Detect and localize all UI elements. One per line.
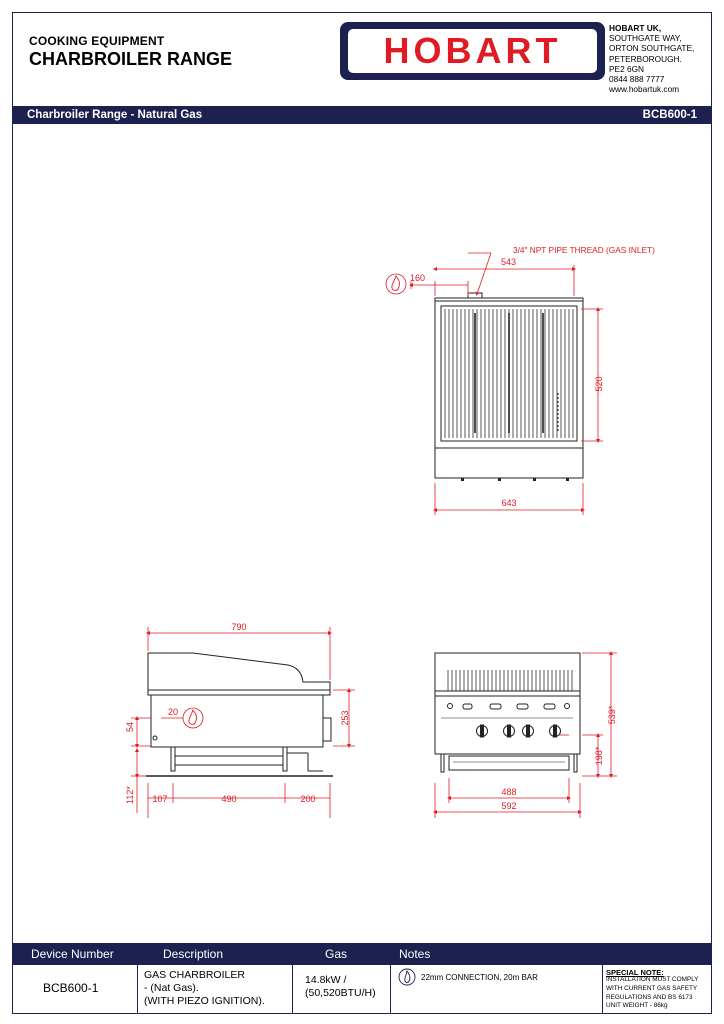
description-line: - (Nat Gas). <box>144 982 199 994</box>
dim-front-leg-to-base: 198* <box>594 746 604 765</box>
special-note-title: SPECIAL NOTE: <box>606 968 664 977</box>
gas-inlet-top <box>467 292 483 299</box>
cell-gas: 14.8kW / (50,520BTU/H) <box>293 965 391 1014</box>
front-grate <box>447 670 573 691</box>
side-view-hood <box>147 652 331 691</box>
dim-side-inlet-to-top: 253 <box>340 710 350 725</box>
front-view-control-panel <box>434 695 581 755</box>
address-url: www.hobartuk.com <box>609 84 680 95</box>
connection-note: 22mm CONNECTION, 20m BAR <box>421 973 538 982</box>
spec-sheet: COOKING EQUIPMENT CHARBROILER RANGE HOBA… <box>12 12 712 1014</box>
special-note-line: REGULATIONS AND BS 6173 <box>606 993 693 1001</box>
dim-side-leg-height: 112* <box>125 786 135 804</box>
control-knob-2[interactable] <box>503 724 515 738</box>
gas-inlet-note: 3/4" NPT PIPE THREAD (GAS INLET) <box>513 245 655 255</box>
dim-side-inlet-height: 54 <box>125 722 135 732</box>
address-line: PETERBOROUGH. <box>609 53 682 64</box>
grill-grate <box>440 305 578 442</box>
category-label: COOKING EQUIPMENT <box>29 34 165 48</box>
gas-rating-kw: 14.8kW / <box>305 974 347 986</box>
top-view-body <box>434 297 584 479</box>
control-knob-1[interactable] <box>476 724 488 738</box>
dim-front-height: 539* <box>607 705 617 724</box>
address-line: 0844 888 7777 <box>609 74 665 85</box>
brand-logo: HOBART <box>340 22 605 80</box>
dim-front-inner-width: 488 <box>501 787 516 797</box>
top-view-dimensions <box>385 252 603 515</box>
control-knob-4[interactable] <box>549 724 561 738</box>
front-view-dimensions <box>433 651 617 818</box>
side-inlet-icon <box>188 709 197 725</box>
dim-side-front: 107 <box>152 794 167 804</box>
address-line: PE2 6GN <box>609 63 645 74</box>
dim-side-mid: 490 <box>221 794 236 804</box>
side-view <box>146 652 333 777</box>
product-name: Charbroiler Range - Natural Gas <box>27 109 203 121</box>
device-number: BCB600-1 <box>43 981 99 995</box>
control-knob-3[interactable] <box>522 724 534 738</box>
special-note-line: WITH CURRENT GAS SAFETY <box>606 984 698 992</box>
special-note-line: UNIT WEIGHT - 86kg <box>606 1002 668 1010</box>
brand-logo-text: HOBART <box>383 30 562 71</box>
cell-notes: 22mm CONNECTION, 20m BAR <box>391 965 603 1014</box>
cell-special-note: SPECIAL NOTE: INSTALLATION MUST COMPLY W… <box>603 965 711 1014</box>
front-view <box>434 652 581 773</box>
top-view <box>434 292 584 481</box>
model-number: BCB600-1 <box>642 109 697 121</box>
dim-side-inlet-offset: 20 <box>168 707 178 717</box>
special-note-line: INSTALLATION MUST COMPLY <box>606 976 699 983</box>
dim-top-inlet-offset: 160 <box>410 273 425 283</box>
front-view-drip-tray <box>448 755 570 771</box>
cell-description: GAS CHARBROILER - (Nat Gas). (WITH PIEZO… <box>138 965 293 1014</box>
description-line: (WITH PIEZO IGNITION). <box>144 995 265 1007</box>
side-view-body <box>150 694 324 748</box>
spec-table-header: Device Number Description Gas Notes <box>13 943 711 965</box>
col-description: Description <box>163 947 224 961</box>
col-notes: Notes <box>399 947 431 961</box>
front-view-upper <box>434 652 581 692</box>
description-line: GAS CHARBROILER <box>144 969 245 981</box>
gas-rating-btu: (50,520BTU/H) <box>305 987 376 999</box>
side-view-dimensions <box>131 627 355 818</box>
dim-side-rear: 200 <box>300 794 315 804</box>
col-gas: Gas <box>325 947 348 961</box>
company-address: HOBART UK, SOUTHGATE WAY, ORTON SOUTHGAT… <box>609 23 694 94</box>
address-line: ORTON SOUTHGATE, <box>609 43 695 54</box>
dim-top-inner-width: 543 <box>501 257 516 267</box>
gas-flame-icon <box>398 968 416 986</box>
spec-table-row: BCB600-1 GAS CHARBROILER - (Nat Gas). (W… <box>13 965 711 1014</box>
dim-top-depth: 520 <box>594 376 604 391</box>
dim-front-overall-width: 592 <box>501 801 516 811</box>
address-line: HOBART UK, <box>609 23 662 33</box>
dim-top-overall-width: 643 <box>501 498 516 508</box>
address-line: SOUTHGATE WAY, <box>609 33 682 44</box>
dim-side-overall-depth: 790 <box>231 622 246 632</box>
col-device-number: Device Number <box>31 947 114 961</box>
page-title: CHARBROILER RANGE <box>29 49 233 69</box>
title-bar: Charbroiler Range - Natural Gas BCB600-1 <box>13 106 711 124</box>
gas-inlet-callout-icon <box>391 275 400 291</box>
grate-bars <box>444 309 574 438</box>
cell-device-number: BCB600-1 <box>13 965 138 1014</box>
technical-drawing: 3/4" NPT PIPE THREAD (GAS INLET) 160 543… <box>125 245 655 818</box>
